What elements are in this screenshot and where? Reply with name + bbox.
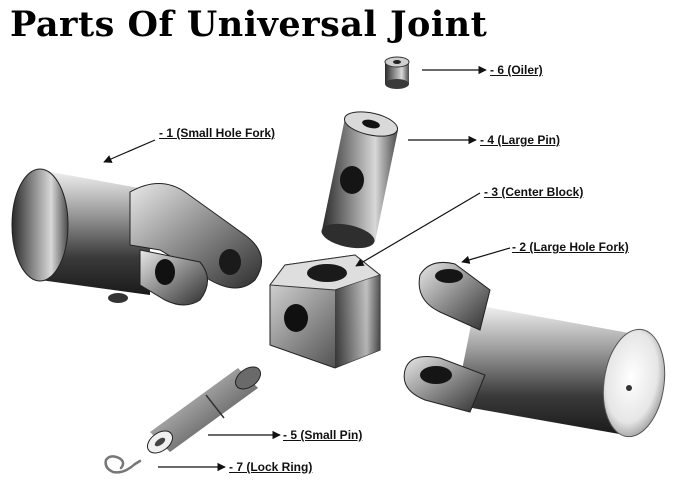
label-large-pin: - 4 (Large Pin)	[480, 133, 560, 147]
label-center-block: - 3 (Center Block)	[484, 185, 583, 199]
center-block-part	[270, 255, 380, 368]
arrow-large-hole-fork	[462, 248, 510, 262]
lock-ring-part	[106, 456, 140, 472]
label-oiler: - 6 (Oiler)	[490, 63, 543, 77]
large-pin-part	[319, 108, 399, 253]
label-small-hole-fork: - 1 (Small Hole Fork)	[159, 126, 275, 140]
label-lock-ring: - 7 (Lock Ring)	[229, 460, 312, 474]
label-small-pin: - 5 (Small Pin)	[283, 428, 362, 442]
arrow-small-hole-fork	[104, 140, 155, 162]
small-pin-part	[143, 362, 264, 457]
label-large-hole-fork: - 2 (Large Hole Fork)	[512, 240, 629, 254]
oiler-part	[385, 57, 409, 89]
small-hole-fork-part	[12, 169, 262, 305]
large-hole-fork-part	[404, 262, 671, 440]
